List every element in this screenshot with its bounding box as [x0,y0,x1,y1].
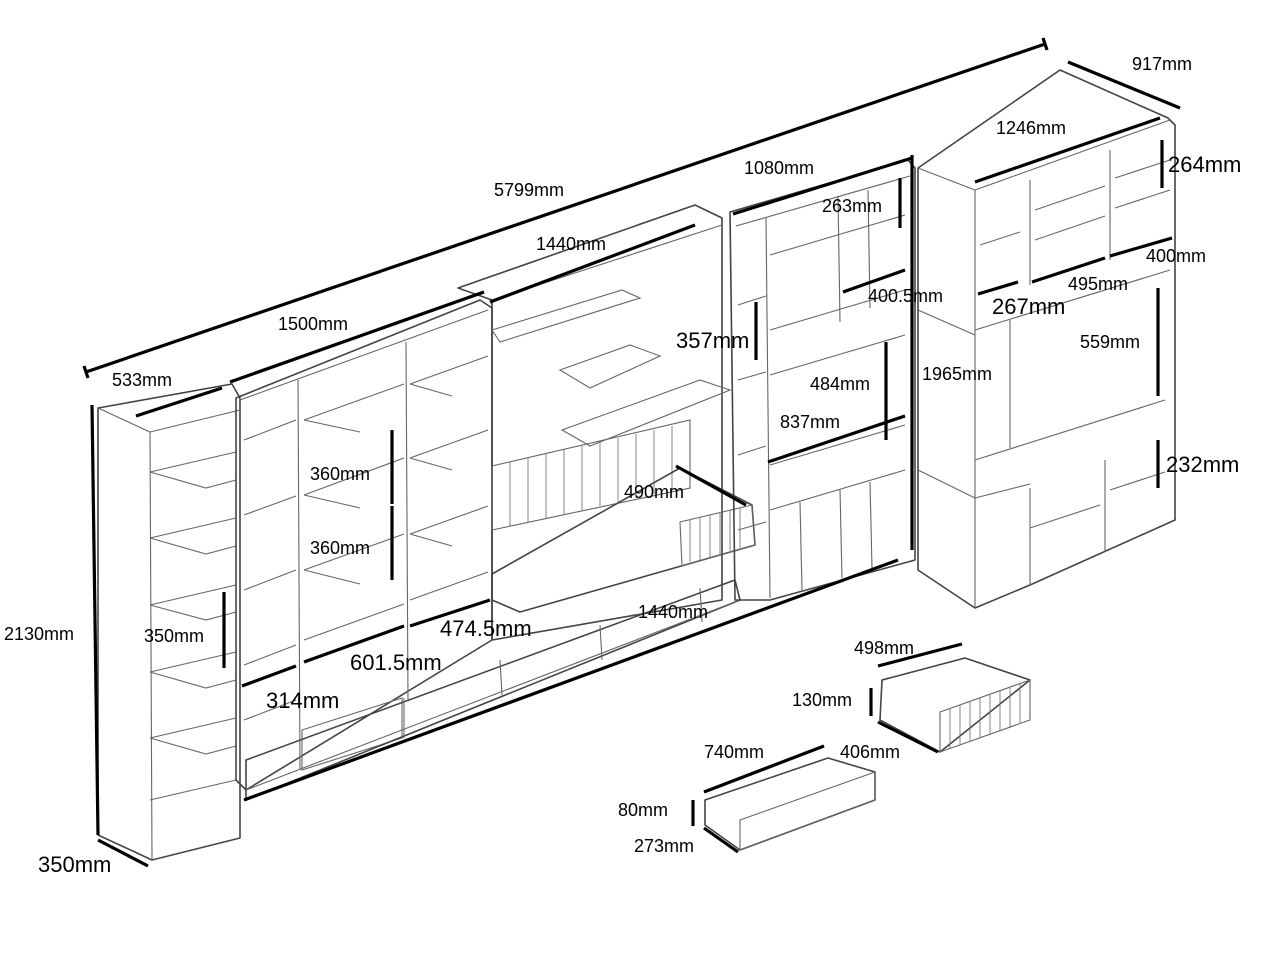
label-base-cell-w: 474.5mm [440,616,532,641]
label-shelf-h-b: 360mm [310,538,370,558]
label-tv-shelf-width: 1440mm [536,234,606,254]
label-mid-cell-h: 357mm [676,328,749,353]
label-mid-right-cell-h: 263mm [822,196,882,216]
label-right-open-h: 559mm [1080,332,1140,352]
label-right-low-cell-h: 232mm [1166,452,1239,477]
label-drawer-big-d: 406mm [840,742,900,762]
label-tv-depth: 490mm [624,482,684,502]
label-right-height: 1965mm [922,364,992,384]
label-left-inner-w: 601.5mm [350,650,442,675]
label-drawer-small-h: 80mm [618,800,668,820]
label-right-cell-w2: 495mm [1068,274,1128,294]
label-base-width: 1440mm [638,602,708,622]
label-drawer-big-h: 130mm [792,690,852,710]
label-right-top-width: 1246mm [996,118,1066,138]
dimension-lines [82,37,1181,868]
label-left-cell-h: 350mm [144,626,204,646]
tv-section [457,204,756,641]
left-bookcase [235,299,493,791]
label-drawer-small-d: 273mm [634,836,694,856]
drawer-small [704,757,876,851]
dimension-labels: 5799mm 917mm 1246mm 264mm 1080mm 263mm 1… [4,54,1241,877]
label-left-width: 1500mm [278,314,348,334]
label-right-depth: 917mm [1132,54,1192,74]
label-right-cell-w: 267mm [992,294,1065,319]
label-right-top-cell-h: 264mm [1168,152,1241,177]
label-left-narrow-w: 314mm [266,688,339,713]
label-left-col-width: 533mm [112,370,172,390]
left-tall-cabinet [97,383,241,861]
label-drawer-big-w: 498mm [854,638,914,658]
label-total-height: 2130mm [4,624,74,644]
label-drawer-small-w: 740mm [704,742,764,762]
label-total-length: 5799mm [494,180,564,200]
label-shelf-h-a: 360mm [310,464,370,484]
drawer-large [879,657,1031,753]
label-mid-cell-w: 400.5mm [868,286,943,306]
label-right-cell-w3: 400mm [1146,246,1206,266]
label-left-depth: 350mm [38,852,111,877]
label-mid-right-width: 1080mm [744,158,814,178]
label-mid-open-w: 837mm [780,412,840,432]
label-mid-open-h: 484mm [810,374,870,394]
